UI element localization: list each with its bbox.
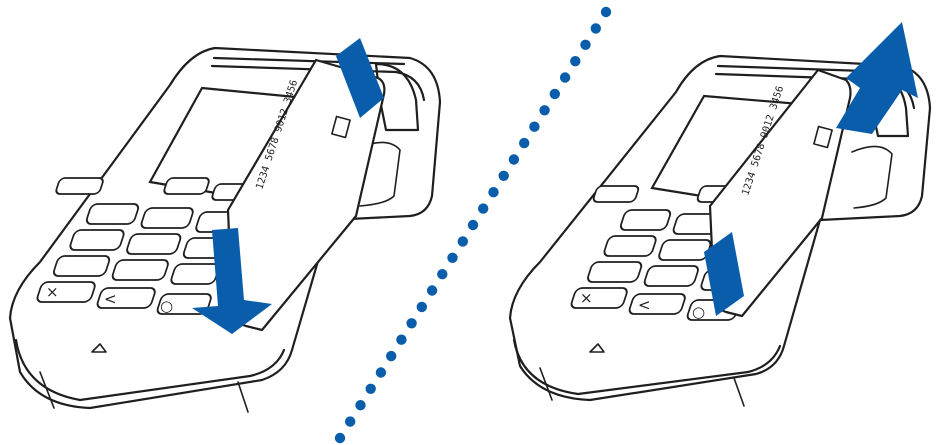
- divider-dot: [570, 56, 580, 66]
- divider-dot: [386, 351, 396, 361]
- menu-key: [55, 178, 104, 194]
- divider-dot: [580, 40, 590, 50]
- clear-key: [628, 294, 686, 314]
- divider-dot: [550, 89, 560, 99]
- divider-dot: [468, 220, 478, 230]
- divider-dot: [345, 416, 355, 426]
- divider-dot: [417, 302, 427, 312]
- divider-dot: [437, 269, 447, 279]
- cancel-key: [36, 282, 96, 302]
- divider-dot: [499, 171, 509, 181]
- divider-dot: [601, 7, 611, 17]
- divider-dot: [539, 105, 549, 115]
- menu-key: [592, 186, 639, 202]
- divider-dot: [376, 367, 386, 377]
- divider-dot: [519, 138, 529, 148]
- cancel-key-glyph: ×: [46, 283, 59, 301]
- clear-key-glyph: <: [638, 296, 651, 314]
- function-key-left: [163, 178, 210, 194]
- terminal-remove-card: × < ○ 1234 5678 9012 3456: [510, 22, 930, 406]
- divider-dot: [335, 433, 345, 443]
- divider-dot: [458, 236, 468, 246]
- divider-dot: [406, 318, 416, 328]
- divider-dot: [427, 285, 437, 295]
- clear-key-glyph: <: [104, 290, 117, 308]
- divider-dot: [509, 154, 519, 164]
- confirm-key-glyph: ○: [692, 303, 705, 321]
- divider-dot: [488, 187, 498, 197]
- divider-dot: [396, 335, 406, 345]
- terminal-insert-card: × < ○ 1234 5678 9012 3456: [10, 38, 440, 412]
- cancel-key: [570, 288, 628, 308]
- divider-dot: [447, 253, 457, 263]
- divider-dot: [560, 72, 570, 82]
- confirm-key-glyph: ○: [160, 297, 173, 315]
- divider-dot: [366, 384, 376, 394]
- divider-dot: [478, 203, 488, 213]
- divider-dot: [529, 122, 539, 132]
- divider-dot: [355, 400, 365, 410]
- divider-dot: [591, 23, 601, 33]
- cancel-key-glyph: ×: [580, 289, 593, 307]
